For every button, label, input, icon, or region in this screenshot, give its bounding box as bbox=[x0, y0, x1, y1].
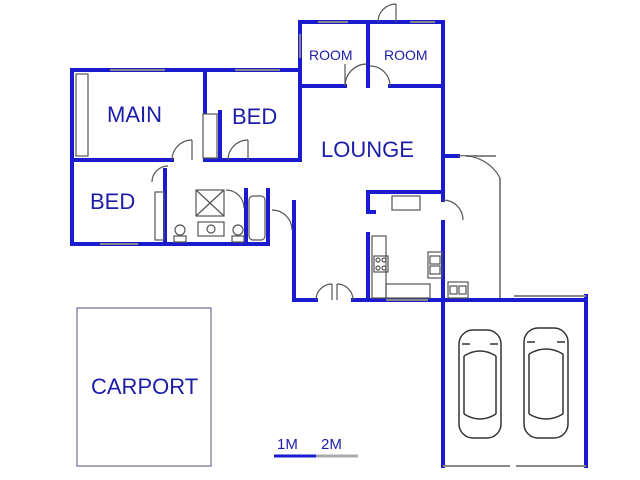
scale-label-1m: 1M bbox=[277, 436, 298, 453]
room-label-main: MAIN bbox=[107, 102, 162, 127]
room-label-lounge: LOUNGE bbox=[321, 137, 414, 162]
door-swings bbox=[151, 3, 501, 301]
car-icon-right bbox=[523, 327, 569, 439]
scale-label-2m: 2M bbox=[321, 436, 342, 453]
carport-outline bbox=[76, 307, 212, 467]
room-label-carport: CARPORT bbox=[91, 374, 199, 399]
car-icon-left bbox=[458, 329, 502, 439]
garage-doors bbox=[443, 295, 586, 467]
room-label-room-2: ROOM bbox=[384, 47, 428, 63]
room-label-bed-2: BED bbox=[90, 189, 136, 214]
room-label-bed-1: BED bbox=[232, 104, 278, 129]
room-label-room-1: ROOM bbox=[309, 47, 353, 63]
fixtures bbox=[75, 73, 469, 299]
walls bbox=[70, 20, 588, 468]
